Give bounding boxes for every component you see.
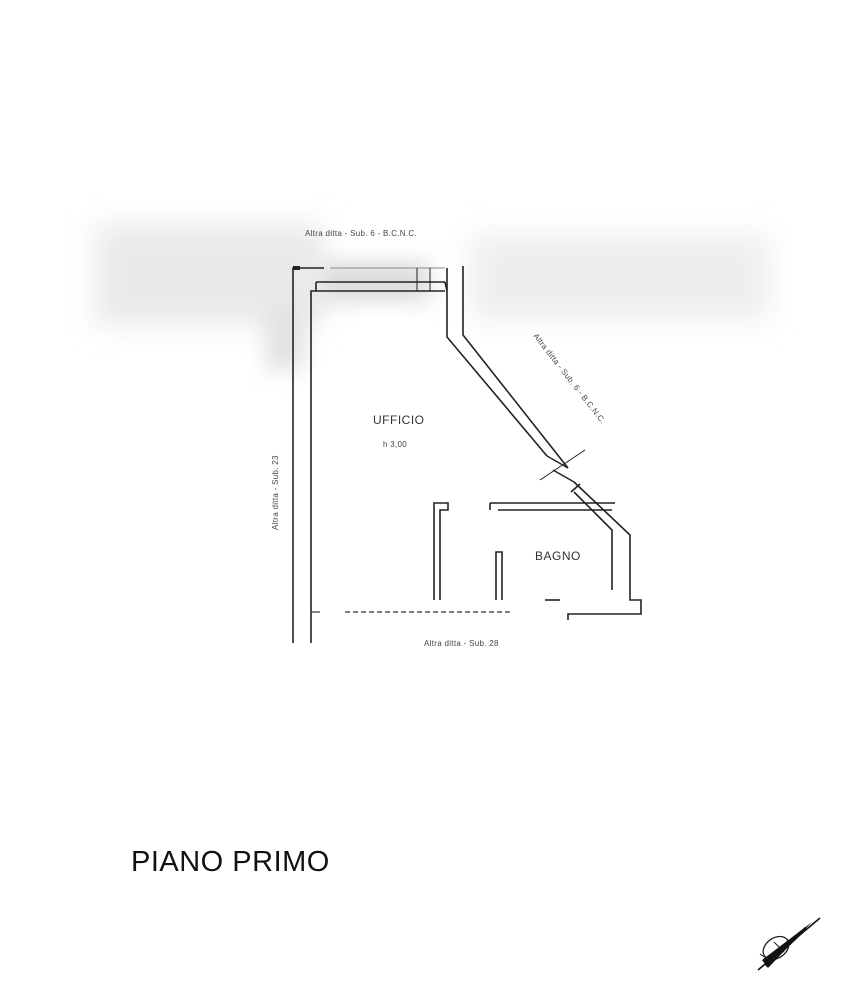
partition-wall-right [495, 551, 503, 600]
boundary-label-bottom: Altra ditta - Sub. 28 [424, 639, 499, 648]
boundary-label-left: Altra ditta - Sub. 23 [271, 455, 280, 530]
boundary-label-diagonal: Altra ditta - Sub. 6 - B.C.N.C. [531, 332, 607, 426]
room-label-office: UFFICIO [373, 413, 425, 427]
north-arrow-icon [757, 917, 821, 971]
diagonal-wall-outer [462, 266, 569, 469]
room-label-bathroom: BAGNO [535, 549, 581, 563]
floor-title: PIANO PRIMO [131, 846, 330, 878]
redaction-blur [95, 225, 770, 370]
room-height-office: h 3,00 [383, 440, 407, 449]
boundary-label-top: Altra ditta - Sub. 6 - B.C.N.C. [305, 229, 417, 238]
walls [292, 266, 642, 643]
partition-wall-left [433, 502, 449, 600]
